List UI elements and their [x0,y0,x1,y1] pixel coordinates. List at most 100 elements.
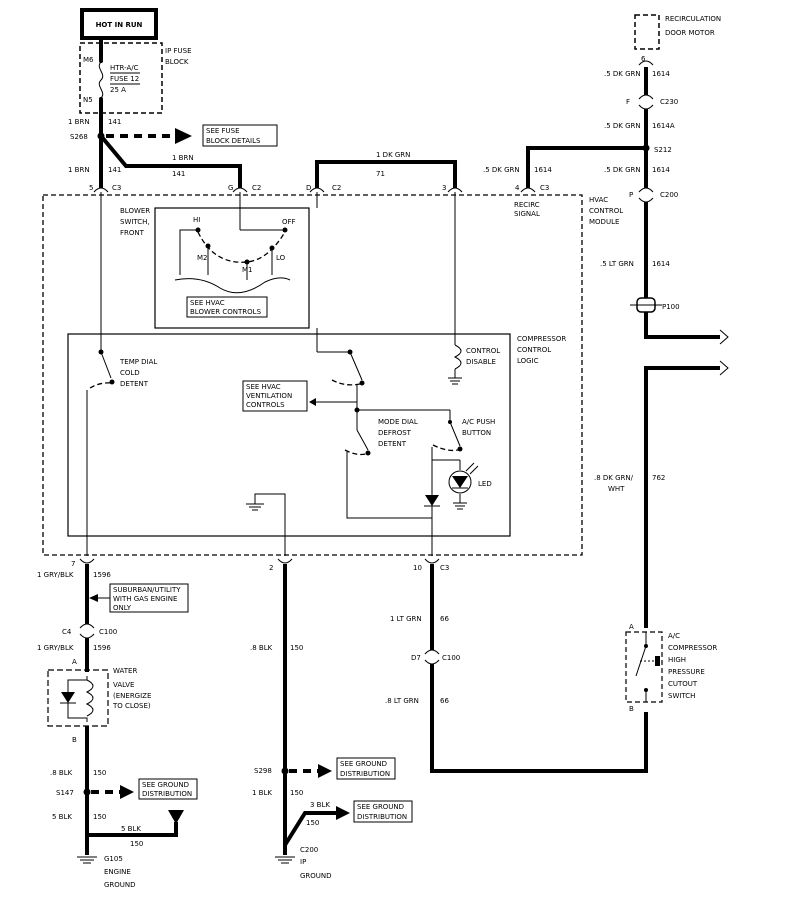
lb-w2-gauge: 1 GRY/BLK [37,644,74,652]
wire-circuit-71: 71 [376,170,385,178]
fuse-block: IP FUSE BLOCK M6 N5 HTR-A/C FUSE 12 25 A [79,42,192,114]
valve-label-3: (ENERGIZE [113,692,151,700]
lb-w5-gauge: 5 BLK [121,825,141,833]
arrow-fuse-details [175,128,192,144]
valve-label-4: TO CLOSE) [112,702,151,710]
lb-w1-circuit: 1596 [93,571,111,579]
wire-label-1brn-c: 1 BRN [68,166,90,174]
recirc-signal-1: RECIRC [514,201,540,209]
recirc-motor: RECIRCULATION DOOR MOTOR 6 [634,14,721,66]
wire-label-1brn-a: 1 BRN [68,118,90,126]
mb-w2-circuit: 150 [290,789,303,797]
ac-push-2: BUTTON [462,429,491,437]
blower-label-1: BLOWER [120,207,150,215]
wire-label-1brn-b: 1 BRN [172,154,194,162]
blower-pos-off: OFF [282,218,296,226]
pin-5: 5 [89,184,93,192]
mb-ground-label-2: GROUND [300,872,332,880]
valve-label-2: VALVE [113,681,134,689]
lb-w3-circuit: 150 [93,769,106,777]
wire-label-1dkgrn: 1 DK GRN [376,151,410,159]
pin-7: 7 [71,560,75,568]
pin-10: 10 [413,564,422,572]
rw-762-gauge-2: WHT [608,485,625,493]
mb-gdist-2: DISTRIBUTION [340,770,390,778]
temp-dial-1: TEMP DIAL [119,358,157,366]
cs-pin-a: A [629,623,634,631]
see-fuse-details-1: SEE FUSE [206,127,240,135]
pin-g: G [228,184,233,192]
module-label-1: HVAC [589,196,608,204]
rw-splice: S212 [654,146,672,154]
lb-w1-gauge: 1 GRY/BLK [37,571,74,579]
rw-pin-p: P [629,191,633,199]
center-branch: 1 LT GRN 66 D7 C100 .8 LT GRN 66 [385,564,648,773]
pin-g-conn: C2 [252,184,261,192]
module-label-2: CONTROL [589,207,623,215]
wire-circuit-141-a: 141 [108,118,121,126]
right-wire: .5 DK GRN 1614 F C230 .5 DK GRN 1614A S2… [594,67,729,628]
fuse-block-label-2: BLOCK [165,58,189,66]
fuse-pin-top: M6 [83,56,94,64]
rw-circuit-3: 1614 [652,166,670,174]
fuse-pin-bottom: N5 [83,96,93,104]
pin-d: D [306,184,311,192]
splice-s268: S268 [70,133,88,141]
rw-conn-p100: P100 [662,303,680,311]
mb-ground: C200 [300,846,318,854]
rw-gauge-4: .5 LT GRN [600,260,634,268]
see-fuse-details-2: BLOCK DETAILS [206,137,261,145]
lb-w3-gauge: .8 BLK [50,769,73,777]
mb-w2-gauge: 1 BLK [252,789,272,797]
temp-dial-3: DETENT [120,380,149,388]
lb-conn: C100 [99,628,117,636]
lb-gdist-1: SEE GROUND [142,781,189,789]
rw-gauge-1: .5 DK GRN [604,70,641,78]
module-label-3: MODULE [589,218,619,226]
mb-gdist2-2: DISTRIBUTION [357,813,407,821]
cb-w2-gauge: .8 LT GRN [385,697,419,705]
cb-conn: C100 [442,654,460,662]
diode-icon [425,495,439,506]
blower-see-1: SEE HVAC [190,299,225,307]
ccl-label-3: LOGIC [517,357,539,365]
mode-dial-2: DEFROST [378,429,412,437]
recirc-signal-2: SIGNAL [514,210,540,218]
fuse-block-label-1: IP FUSE [165,47,192,55]
lb-gdist-2: DISTRIBUTION [142,790,192,798]
mb-splice: S298 [254,767,272,775]
fuse-line-1: HTR-A/C [110,64,139,72]
blower-pos-m2: M2 [197,254,208,262]
lb-note-1: SUBURBAN/UTILITY [113,586,181,594]
hvac-control-module [42,194,583,556]
pin-d-conn: C2 [332,184,341,192]
mode-dial-1: MODE DIAL [378,418,418,426]
hot-in-run-box: HOT IN RUN [80,8,158,40]
valve-label-1: WATER [113,667,137,675]
fuse-line-2: FUSE 12 [110,75,139,83]
wire-circuit-141-b: 141 [172,170,185,178]
lb-note-3: ONLY [113,604,132,612]
rw-conn-c200: C200 [660,191,678,199]
recirc-pin: 6 [641,55,646,63]
middle-branch: .8 BLK 150 S298 SEE GROUND DISTRIBUTION … [250,564,413,880]
cb-conn-pin: D7 [411,654,421,662]
lb-w4-circuit: 150 [93,813,106,821]
rw-conn-c230: C230 [660,98,678,106]
lb-pin-b: B [72,736,77,744]
pin-5-conn: C3 [112,184,121,192]
see-vent-1: SEE HVAC [246,383,281,391]
blower-see-2: BLOWER CONTROLS [190,308,262,316]
rw-circuit-1: 1614 [652,70,670,78]
rw-gauge-2: .5 DK GRN [604,122,641,130]
mode-dial-3: DETENT [378,440,407,448]
lb-pin-a: A [72,658,77,666]
temp-dial-2: COLD [120,369,140,377]
wire-circuit-1614: 1614 [534,166,552,174]
recirc-label-1: RECIRCULATION [665,15,721,23]
fuse-line-3: 25 A [110,86,126,94]
lb-w4-gauge: 5 BLK [52,813,72,821]
cs-label-6: SWITCH [668,692,695,700]
blower-pos-hi: HI [193,216,200,224]
